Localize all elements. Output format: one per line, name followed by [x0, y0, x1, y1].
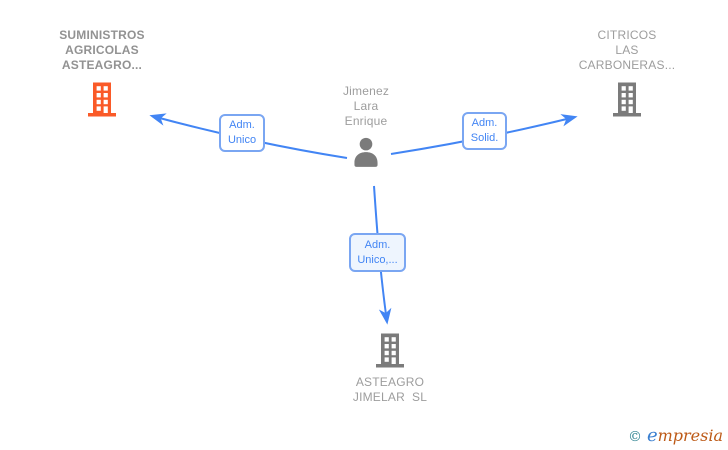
- building-icon[interactable]: [86, 82, 118, 117]
- edge-label-adm-solid[interactable]: Adm. Solid.: [462, 112, 507, 150]
- empresia-logo: ©empresia: [628, 427, 723, 446]
- node-top-left-company[interactable]: SUMINISTROS AGRICOLAS ASTEAGRO...: [22, 28, 182, 117]
- company-name[interactable]: ASTEAGRO JIMELAR SL: [353, 375, 427, 405]
- edge-label-line: Adm.: [364, 238, 391, 251]
- copyright-icon: ©: [627, 429, 642, 445]
- building-icon[interactable]: [611, 82, 643, 117]
- edge-label-line: Adm.: [471, 117, 498, 129]
- person-name-line: Lara: [353, 99, 379, 113]
- edge-label-adm-unico[interactable]: Adm. Unico: [219, 114, 265, 152]
- edge-label-line: Adm.: [229, 119, 255, 131]
- company-name-line: CITRICOS: [597, 28, 657, 42]
- company-name-line: JIMELAR SL: [352, 390, 428, 404]
- building-icon[interactable]: [374, 333, 406, 368]
- company-name-line: ASTEAGRO...: [61, 58, 143, 72]
- person-name-line: Jimenez: [342, 84, 390, 98]
- edge-label-adm-unico-multi[interactable]: Adm. Unico,...: [349, 233, 406, 272]
- company-name-line: ASTEAGRO: [355, 375, 425, 389]
- brand-initial: e: [646, 425, 658, 446]
- edge-label-line: Unico: [227, 134, 257, 146]
- edge-label-line: Unico,...: [357, 253, 398, 266]
- node-center-person[interactable]: Jimenez Lara Enrique: [296, 84, 436, 167]
- company-name-line: SUMINISTROS: [59, 28, 145, 42]
- brand-name: mpresia: [657, 426, 723, 445]
- node-top-right-company[interactable]: CITRICOS LAS CARBONERAS...: [547, 28, 707, 117]
- company-name-line: CARBONERAS...: [578, 58, 676, 72]
- person-name-line: Enrique: [344, 114, 388, 128]
- node-bottom-company[interactable]: ASTEAGRO JIMELAR SL: [320, 333, 460, 405]
- company-name-line: AGRICOLAS: [65, 43, 139, 57]
- edge-label-line: Solid.: [470, 132, 499, 144]
- company-name[interactable]: CITRICOS LAS CARBONERAS...: [579, 28, 676, 73]
- company-name[interactable]: SUMINISTROS AGRICOLAS ASTEAGRO...: [59, 28, 145, 73]
- person-icon[interactable]: [352, 137, 380, 167]
- company-name-line: LAS: [615, 43, 639, 57]
- person-name[interactable]: Jimenez Lara Enrique: [343, 84, 389, 129]
